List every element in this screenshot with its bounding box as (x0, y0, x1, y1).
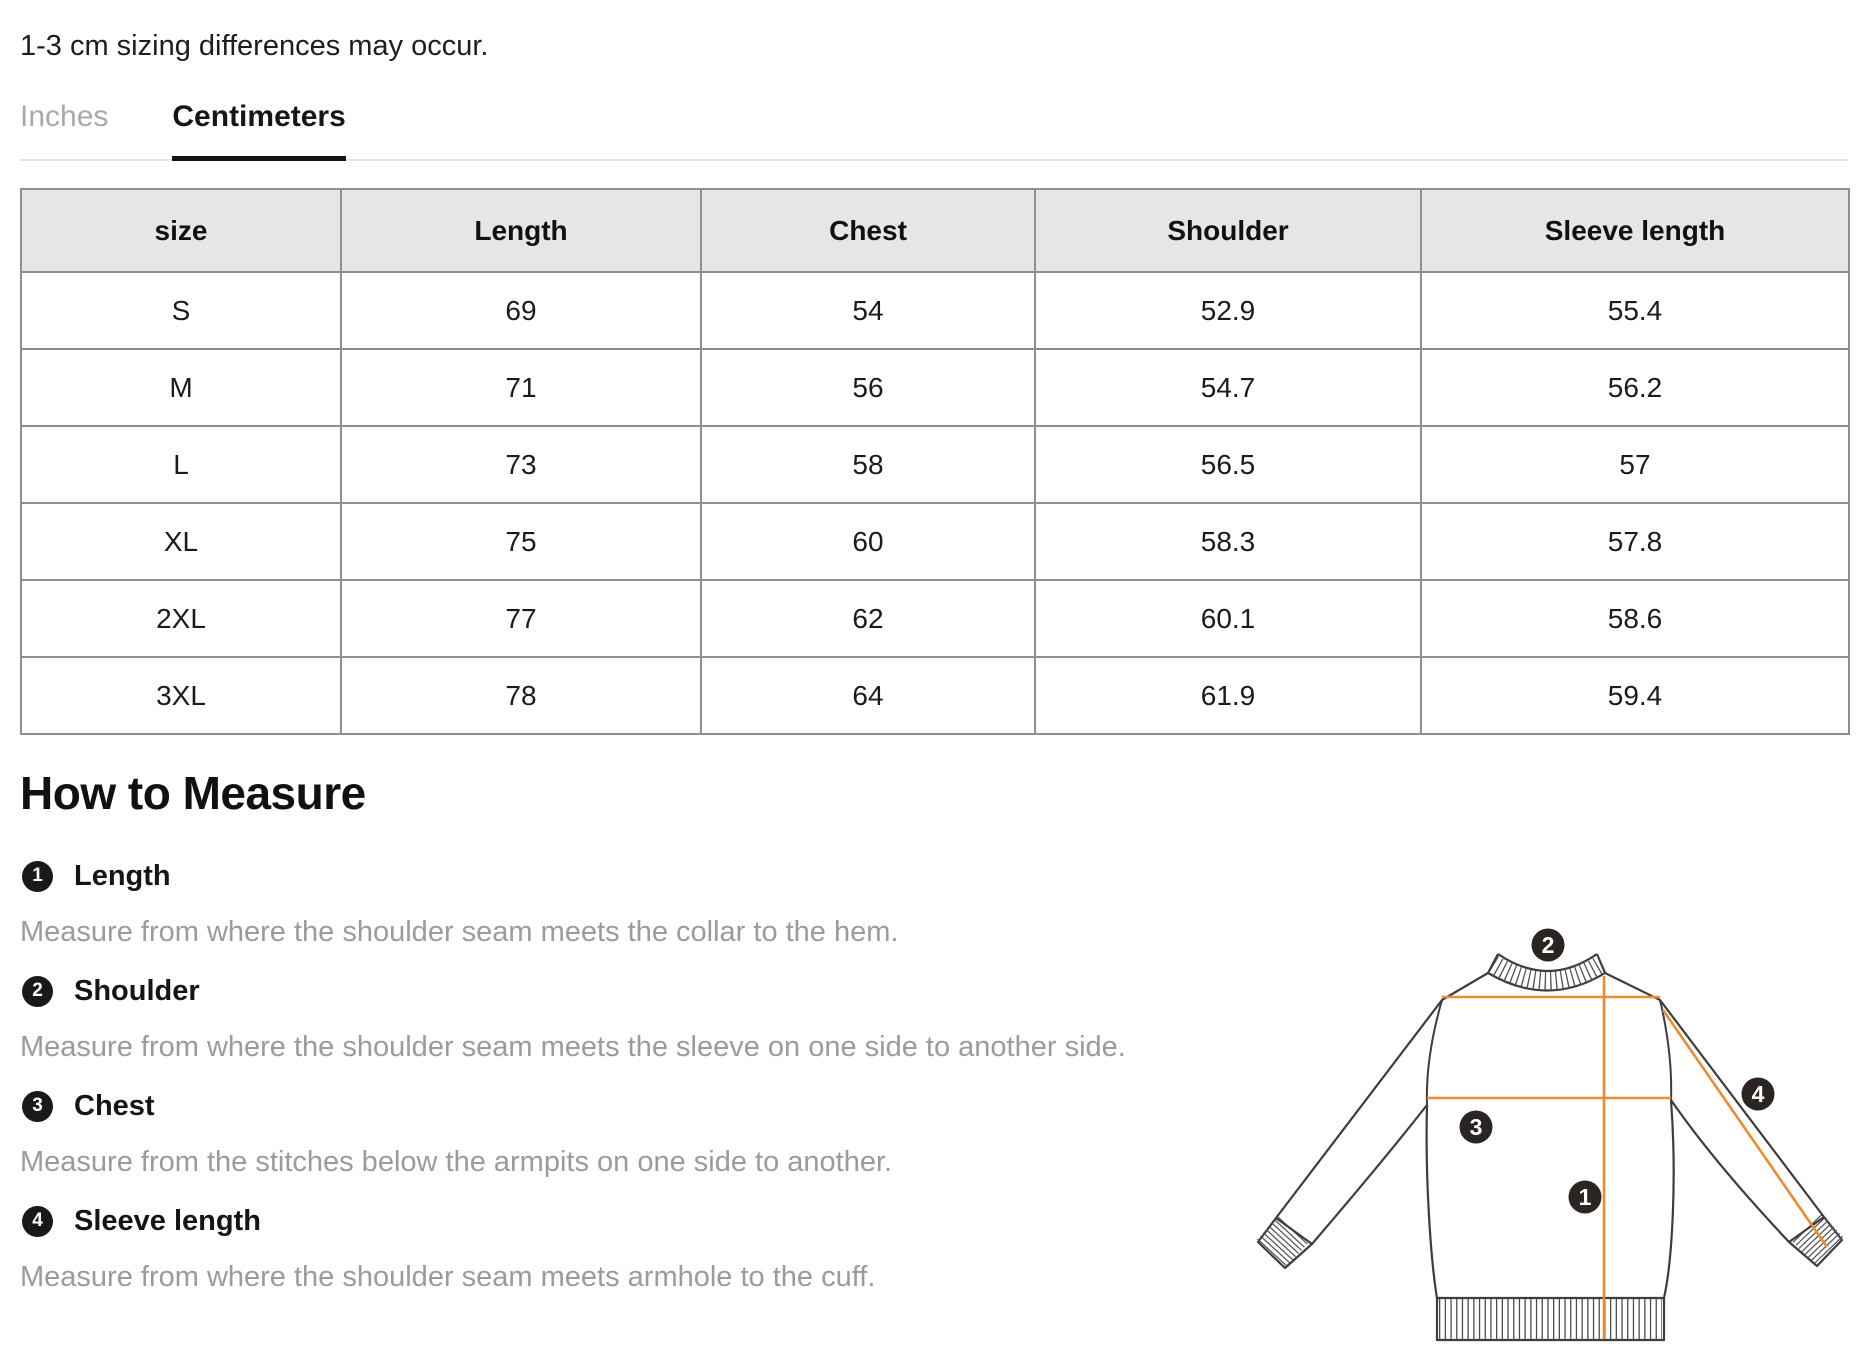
size-cell: L (20, 425, 342, 504)
shoulder-cell: 54.7 (1034, 348, 1422, 427)
measure-number-badge-3: 3 (22, 1090, 53, 1122)
column-header-size: size (20, 188, 342, 273)
size-cell: 2XL (20, 579, 342, 658)
armhole-seam-right (1659, 999, 1673, 1101)
sleeve-cell: 55.4 (1420, 271, 1850, 350)
measure-item-label: Chest (74, 1089, 155, 1122)
size-guide-panel: 1-3 cm sizing differences may occur. Inc… (20, 30, 1850, 1294)
tab-inches[interactable]: Inches (20, 100, 109, 133)
sleeve-cell: 56.2 (1420, 348, 1850, 427)
diagram-badge-1: 1 (1568, 1180, 1602, 1214)
measure-item-chest: 3 Chest Measure from the stitches below … (20, 1089, 1200, 1179)
how-to-measure-title: How to Measure (20, 767, 366, 819)
chest-cell: 54 (700, 271, 1036, 350)
measure-item-length: 1 Length Measure from where the shoulder… (20, 859, 1200, 949)
measure-item-description: Measure from where the shoulder seam mee… (20, 916, 899, 948)
measure-item-sleeve-length: 4 Sleeve length Measure from where the s… (20, 1204, 1200, 1294)
length-cell: 75 (340, 502, 702, 581)
chest-cell: 60 (700, 502, 1036, 581)
length-cell: 69 (340, 271, 702, 350)
measure-item-description: Measure from where the shoulder seam mee… (20, 1031, 1126, 1063)
shoulder-cell: 61.9 (1034, 656, 1422, 735)
measure-line-sleeve (1661, 1009, 1829, 1248)
table-row-xl: XL 75 60 58.3 57.8 (20, 502, 1850, 581)
table-header-row: size Length Chest Shoulder Sleeve length (20, 188, 1850, 273)
cuff-seam-right (1788, 1216, 1825, 1243)
column-header-sleeve-length: Sleeve length (1420, 188, 1850, 273)
table-row-3xl: 3XL 78 64 61.9 59.4 (20, 656, 1850, 735)
table-row-l: L 73 58 56.5 57 (20, 425, 1850, 504)
diagram-badge-3: 3 (1459, 1110, 1493, 1144)
size-chart-table: size Length Chest Shoulder Sleeve length… (20, 188, 1850, 735)
diagram-badge-4: 4 (1741, 1077, 1775, 1111)
measure-item-description: Measure from where the shoulder seam mee… (20, 1261, 876, 1293)
size-cell: XL (20, 502, 342, 581)
size-cell: 3XL (20, 656, 342, 735)
shoulder-cell: 58.3 (1034, 502, 1422, 581)
collar-ribbing (1488, 955, 1608, 991)
measure-item-label: Sleeve length (74, 1204, 261, 1237)
size-cell: M (20, 348, 342, 427)
chest-cell: 62 (700, 579, 1036, 658)
length-cell: 73 (340, 425, 702, 504)
sleeve-cell: 57.8 (1420, 502, 1850, 581)
measure-item-label: Shoulder (74, 974, 200, 1007)
chest-cell: 58 (700, 425, 1036, 504)
measure-item-shoulder: 2 Shoulder Measure from where the should… (20, 974, 1200, 1064)
tab-centimeters[interactable]: Centimeters (172, 100, 346, 161)
sweater-outline (1256, 971, 1844, 1342)
column-header-length: Length (340, 188, 702, 273)
sleeve-cell: 59.4 (1420, 656, 1850, 735)
length-cell: 71 (340, 348, 702, 427)
measure-item-label: Length (74, 859, 171, 892)
measure-number-badge-1: 1 (22, 860, 53, 892)
svg-text:1: 1 (1579, 1184, 1592, 1210)
column-header-shoulder: Shoulder (1034, 188, 1422, 273)
measure-instructions-list: 1 Length Measure from where the shoulder… (20, 859, 1200, 1294)
diagram-badge-2: 2 (1531, 928, 1565, 962)
svg-text:4: 4 (1752, 1081, 1765, 1107)
chest-cell: 56 (700, 348, 1036, 427)
measure-item-description: Measure from the stitches below the armp… (20, 1146, 893, 1178)
sizing-note: 1-3 cm sizing differences may occur. (20, 30, 489, 62)
svg-text:2: 2 (1542, 932, 1555, 958)
collar-outline (1487, 953, 1607, 974)
length-cell: 78 (340, 656, 702, 735)
chest-cell: 64 (700, 656, 1036, 735)
measure-number-badge-2: 2 (22, 975, 53, 1007)
sweater-measure-diagram: 2 3 4 1 (1230, 760, 1870, 1360)
shoulder-cell: 60.1 (1034, 579, 1422, 658)
sleeve-cell: 57 (1420, 425, 1850, 504)
length-cell: 77 (340, 579, 702, 658)
shoulder-cell: 56.5 (1034, 425, 1422, 504)
measure-number-badge-4: 4 (22, 1205, 53, 1237)
sleeve-cell: 58.6 (1420, 579, 1850, 658)
cuff-seam-left (1275, 1217, 1313, 1245)
size-cell: S (20, 271, 342, 350)
shoulder-cell: 52.9 (1034, 271, 1422, 350)
svg-text:3: 3 (1470, 1114, 1483, 1140)
table-row-2xl: 2XL 77 62 60.1 58.6 (20, 579, 1850, 658)
armhole-seam-left (1425, 999, 1443, 1106)
table-row-s: S 69 54 52.9 55.4 (20, 271, 1850, 350)
table-row-m: M 71 56 54.7 56.2 (20, 348, 1850, 427)
column-header-chest: Chest (700, 188, 1036, 273)
unit-tabs: Inches Centimeters (20, 100, 1848, 161)
